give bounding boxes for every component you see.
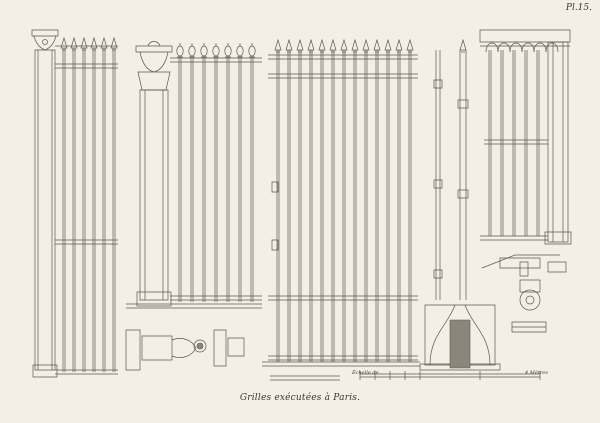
plate-number: Pl.15. (565, 3, 592, 13)
plate-caption: Grilles exécutées à Paris. (239, 393, 361, 403)
scale-label-start: Échelle de (352, 370, 379, 376)
scale-label-end: 4 Mètres (525, 370, 548, 376)
